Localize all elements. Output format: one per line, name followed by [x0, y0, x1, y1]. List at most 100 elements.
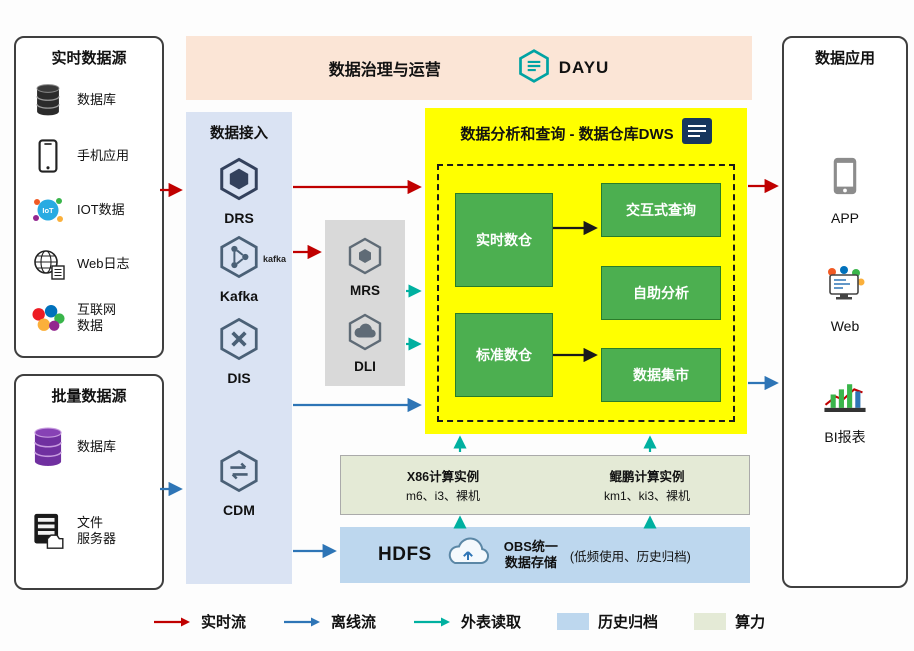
compute-pool-box: X86计算实例 m6、i3、裸机 鲲鹏计算实例 km1、ki3、裸机: [340, 455, 750, 515]
x86-spec: m6、i3、裸机: [405, 489, 480, 503]
x86-compute: X86计算实例 m6、i3、裸机: [341, 456, 545, 514]
kunpeng-title: 鲲鹏计算实例: [609, 470, 685, 484]
app-label: APP: [830, 210, 859, 226]
obs-note: (低频使用、历史归档): [569, 549, 691, 564]
interactive-query-node: 交互式查询: [601, 183, 721, 237]
legend-label: 算力: [735, 614, 766, 631]
batch-sources-title: 批量数据源: [51, 388, 127, 405]
governance-title: 数据治理与运营: [328, 62, 441, 79]
service-label: MRS: [350, 283, 380, 298]
dayu-label: DAYU: [558, 58, 610, 77]
legend-label: 历史归档: [598, 614, 659, 631]
service-dli: DLI: [325, 312, 405, 374]
external-read-arrow-icon: [414, 617, 451, 626]
realtime-sources-panel: 实时数据源 数据库 手机应用 IoT IOT数据 Web日志: [14, 36, 164, 358]
service-kafka: kafka Kafka: [186, 234, 292, 304]
dws-report-icon: [681, 118, 712, 149]
legend: 实时流 离线流 外表读取 历史归档 算力: [152, 611, 765, 632]
governance-bar: 数据治理与运营 DAYU: [186, 36, 752, 100]
web-monitor-icon: [823, 266, 867, 309]
x86-title: X86计算实例: [406, 470, 480, 484]
archive-swatch: [557, 613, 590, 630]
source-item-internet-data: 互联网 数据: [29, 296, 156, 340]
source-item-file-server: 文件 服务器: [29, 502, 156, 560]
legend-item-external-read: 外表读取: [412, 611, 521, 632]
service-mrs: MRS: [325, 236, 405, 298]
kafka-icon: [216, 234, 262, 285]
iot-icon: IoT: [29, 195, 67, 225]
dws-warehouse-box: 数据分析和查询 - 数据仓库DWS 实时数仓 标准数仓 交互式查询 自助分析 数…: [425, 108, 747, 434]
legend-item-compute: 算力: [694, 611, 765, 632]
source-item-mobile-app: 手机应用: [29, 134, 156, 178]
service-label: DLI: [354, 359, 376, 374]
dws-inner-boundary: [437, 164, 735, 422]
bi-chart-icon: [822, 376, 868, 418]
web-log-icon: [29, 249, 67, 280]
source-label: 数据库: [77, 91, 117, 107]
file-server-icon: [29, 512, 67, 550]
ingest-title: 数据接入: [210, 126, 268, 142]
compute-swatch: [694, 613, 727, 630]
data-ingest-column: 数据接入 DRS kafka Kafka DIS CDM: [186, 112, 292, 584]
standard-warehouse-node: 标准数仓: [455, 313, 553, 397]
service-label: Kafka: [219, 288, 259, 304]
obs-cloud-icon: [444, 537, 492, 574]
app-label: Web: [830, 318, 860, 334]
app-item-web: Web: [784, 266, 906, 334]
obs-title: OBS统一 数据存储: [503, 539, 558, 570]
source-label: 数据库: [77, 438, 117, 454]
service-cdm: CDM: [186, 448, 292, 518]
legend-label: 外表读取: [461, 614, 522, 631]
realtime-sources-title: 实时数据源: [51, 50, 127, 67]
data-applications-panel: 数据应用 APP Web BI报表: [782, 36, 908, 588]
dws-title: 数据分析和查询 - 数据仓库DWS: [460, 126, 674, 143]
source-label: 互联网 数据: [77, 301, 117, 333]
data-mart-node: 数据集市: [601, 348, 721, 402]
realtime-warehouse-node: 实时数仓: [455, 193, 553, 287]
dli-icon: [345, 312, 385, 357]
apps-title: 数据应用: [814, 50, 875, 67]
service-label: DRS: [224, 210, 254, 226]
app-label: BI报表: [824, 429, 866, 445]
svg-text:IoT: IoT: [42, 206, 54, 215]
realtime-arrow-icon: [154, 617, 190, 626]
source-item-web-log: Web日志: [29, 242, 156, 286]
kunpeng-compute: 鲲鹏计算实例 km1、ki3、裸机: [545, 456, 749, 514]
offline-arrow-icon: [284, 617, 321, 626]
phone-icon: [29, 139, 67, 173]
batch-sources-panel: 批量数据源 数据库 文件 服务器: [14, 374, 164, 590]
service-label: DIS: [227, 370, 251, 386]
legend-item-realtime: 实时流: [152, 611, 246, 632]
app-phone-icon: [830, 156, 860, 201]
source-label: Web日志: [77, 255, 130, 271]
dayu-icon: [516, 48, 552, 89]
dayu-brand: DAYU: [516, 48, 610, 89]
source-label: 手机应用: [77, 147, 130, 163]
storage-bar: HDFS OBS统一 数据存储 (低频使用、历史归档): [340, 527, 750, 583]
kunpeng-spec: km1、ki3、裸机: [603, 489, 690, 503]
cdm-icon: [216, 448, 262, 499]
dis-icon: [216, 316, 262, 367]
source-label: IOT数据: [77, 201, 125, 217]
service-dis: DIS: [186, 316, 292, 386]
purple-database-icon: [29, 426, 67, 468]
legend-label: 离线流: [331, 614, 377, 631]
internet-data-icon: [29, 304, 67, 333]
analytics-services-box: MRS DLI: [325, 220, 405, 386]
source-item-batch-database: 数据库: [29, 420, 156, 474]
source-label: 文件 服务器: [77, 514, 117, 546]
kafka-badge: kafka: [262, 254, 286, 264]
self-service-analysis-node: 自助分析: [601, 266, 721, 320]
service-drs: DRS: [186, 156, 292, 226]
app-item-bi: BI报表: [784, 376, 906, 447]
service-label: CDM: [223, 502, 255, 518]
source-item-iot: IoT IOT数据: [29, 188, 156, 232]
hdfs-label: HDFS: [378, 544, 432, 565]
drs-icon: [216, 156, 262, 207]
dws-header: 数据分析和查询 - 数据仓库DWS: [425, 108, 747, 149]
legend-label: 实时流: [201, 614, 247, 631]
mrs-icon: [345, 236, 385, 281]
legend-item-archive: 历史归档: [557, 611, 658, 632]
database-icon: [29, 83, 67, 117]
